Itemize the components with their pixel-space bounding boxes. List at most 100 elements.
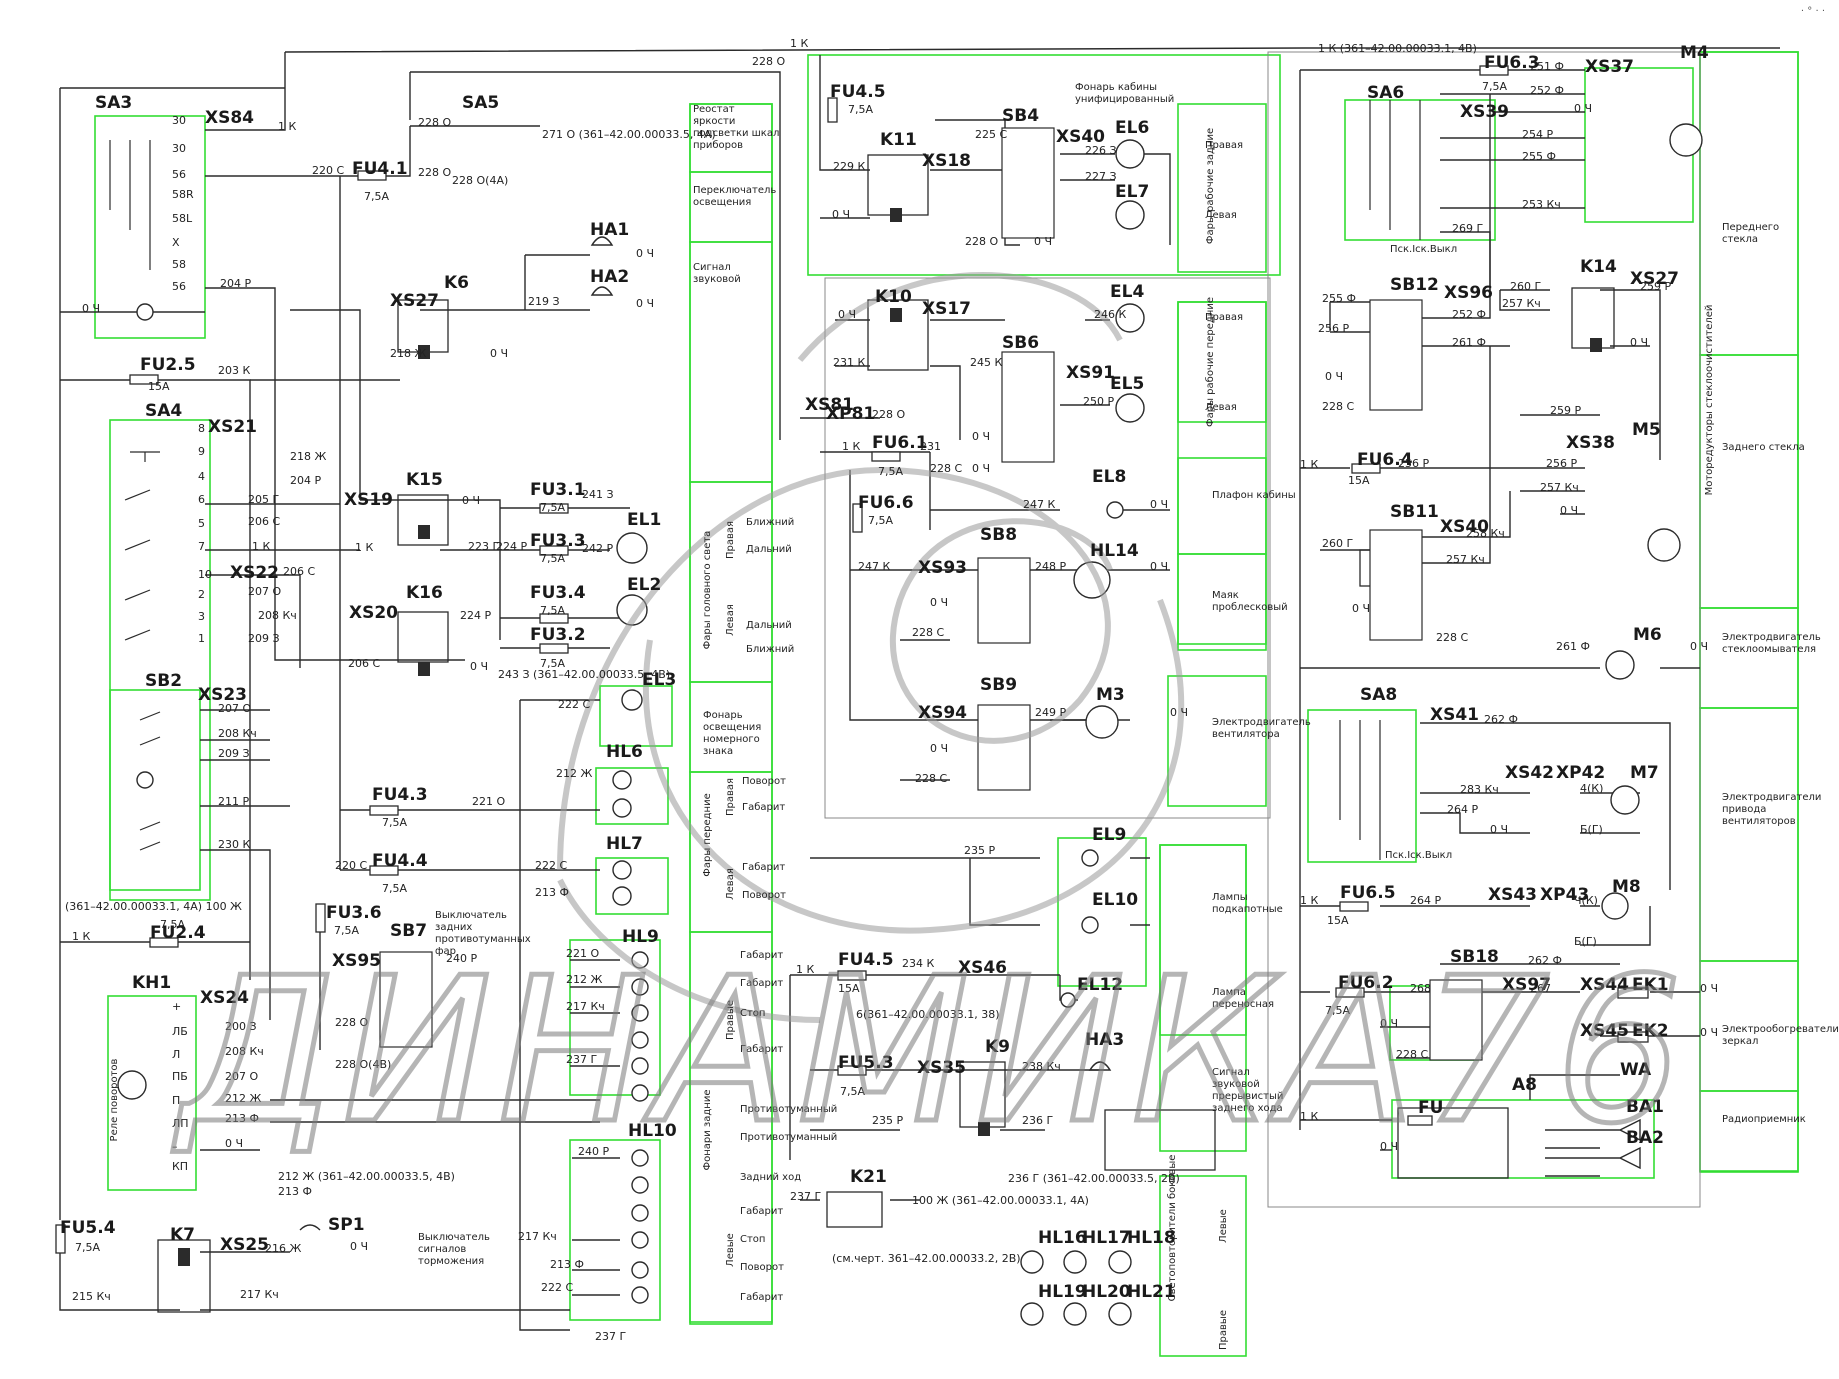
wire-label: 228 О(4В)	[335, 1058, 391, 1071]
wire-label: 0 Ч	[1380, 1140, 1398, 1153]
wire-label: 264 Р	[1410, 894, 1441, 907]
component-label-el9: EL9	[1092, 825, 1126, 845]
wire-label: 15А	[1327, 914, 1349, 927]
description-label: Габарит	[740, 1206, 783, 1217]
wire-label: Б(Г)	[1574, 935, 1597, 948]
component-label-kh1: KH1	[132, 973, 171, 993]
description-label: Дальний	[746, 544, 792, 555]
component-label-el6: EL6	[1115, 118, 1149, 138]
component-label-xs25: XS25	[220, 1235, 269, 1255]
wire-label: 7,5А	[382, 882, 407, 895]
wire-label: Б(Г)	[1580, 823, 1603, 836]
wire-label: 1 К	[278, 120, 296, 133]
wire-label: 0 Ч	[490, 347, 508, 360]
wire-label: 0 Ч	[350, 1240, 368, 1253]
wire-label: 218 Ж	[390, 347, 426, 360]
pin-number: 1	[198, 632, 205, 645]
description-label: Пск.Iск.Выкл	[1385, 850, 1452, 861]
component-label-xs40: XS40	[1056, 127, 1105, 147]
description-label: Задний ход	[740, 1172, 801, 1183]
wire-label: 261 Ф	[1452, 336, 1486, 349]
wire-label: 253 Кч	[1522, 198, 1561, 211]
wire-label: 231	[920, 440, 941, 453]
component-label-k11: K11	[880, 130, 917, 150]
wire-label: 236 Г (361–42.00.00033.5, 2В)	[1008, 1172, 1180, 1185]
component-label-fu2-4: FU2.4	[150, 923, 206, 943]
component-label-hl17: HL17	[1082, 1228, 1131, 1248]
pin-number: 5	[198, 517, 205, 530]
wire-label: 205 Г	[248, 493, 279, 506]
wire-label: 15А	[838, 982, 860, 995]
description-label: Противотуманный	[740, 1104, 837, 1115]
description-label: Дальний	[746, 620, 792, 631]
section-borders	[824, 51, 1701, 1208]
wire-label: 228 С	[1322, 400, 1354, 413]
wire-label: 267	[1530, 982, 1551, 995]
component-label-fu3-6: FU3.6	[326, 903, 382, 923]
component-label-hl19: HL19	[1038, 1282, 1087, 1302]
wire-label: 1 К	[1300, 458, 1318, 471]
wire-label: 241 З	[582, 488, 614, 501]
component-label-sb6: SB6	[1002, 333, 1039, 353]
component-label-wa: WA	[1620, 1060, 1652, 1080]
wire-label: 0 Ч	[1325, 370, 1343, 383]
wire-label: 0 Ч	[225, 1137, 243, 1150]
watermark-text: ДИНАМИКА76	[172, 935, 1689, 1168]
component-label-xs42: XS42	[1505, 763, 1554, 783]
component-label-xs18: XS18	[922, 151, 971, 171]
wire-label: 222 С	[541, 1281, 573, 1294]
component-label-k15: K15	[406, 470, 443, 490]
wire-label: 220 С	[335, 859, 367, 872]
wire-label: 1 К	[796, 963, 814, 976]
component-label-hl16: HL16	[1038, 1228, 1087, 1248]
wire-label: 242 Р	[582, 542, 613, 555]
component-label-m7: M7	[1630, 763, 1659, 783]
wire-label: 204 Р	[220, 277, 251, 290]
wire-label: 255 Ф	[1522, 150, 1556, 163]
component-label-el10: EL10	[1092, 890, 1138, 910]
component-label-m8: M8	[1612, 877, 1641, 897]
switch-contacts	[109, 100, 1421, 860]
wire-label: 228 С	[915, 772, 947, 785]
wire-label: 200 З	[225, 1020, 257, 1033]
wire-label: 0 Ч	[930, 742, 948, 755]
highlight-boxes	[94, 51, 1799, 1357]
vertical-label: Левая	[725, 868, 736, 900]
component-label-fu2-5: FU2.5	[140, 355, 196, 375]
pin-number: 58	[172, 258, 186, 271]
vertical-label: Левая	[725, 604, 736, 636]
wire-label: 255 Ф	[1322, 292, 1356, 305]
wire-label: 256 Р	[1546, 457, 1577, 470]
component-label-ha2: HA2	[590, 267, 629, 287]
wire-label: 216 Ж	[265, 1242, 301, 1255]
component-label-el8: EL8	[1092, 467, 1126, 487]
component-label-ba1: BA1	[1626, 1097, 1664, 1117]
wire-label: 7,5А	[160, 918, 185, 931]
vertical-label: Левые	[725, 1233, 736, 1267]
wire-label: 237 Г	[790, 1190, 821, 1203]
wire-label: 0 Ч	[1380, 1017, 1398, 1030]
pin-number: 30	[172, 114, 186, 127]
wire-label: 7,5А	[878, 465, 903, 478]
wire-label: 213 Ф	[278, 1185, 312, 1198]
wire-label: 0 Ч	[972, 462, 990, 475]
wire-label: (см.черт. 361–42.00.00033.2, 2В)	[832, 1252, 1021, 1265]
wire-label: 238 Кч	[1022, 1060, 1061, 1073]
component-label-el3: EL3	[642, 670, 676, 690]
wire-label: 0 Ч	[636, 297, 654, 310]
wire-label: 1 К	[1300, 894, 1318, 907]
wire-label: 215 Кч	[72, 1290, 111, 1303]
wire-label: 0 Ч	[1150, 498, 1168, 511]
wire-label: 257 Кч	[1540, 481, 1579, 494]
wire-label: 7,5А	[840, 1085, 865, 1098]
pin-number: 30	[172, 142, 186, 155]
component-label-sb2: SB2	[145, 671, 182, 691]
component-label-xs21: XS21	[208, 417, 257, 437]
component-label-el12: EL12	[1077, 975, 1123, 995]
component-label-el5: EL5	[1110, 374, 1144, 394]
wire-label: 247 К	[858, 560, 890, 573]
component-label-k14: K14	[1580, 257, 1617, 277]
component-label-fu6-4: FU6.4	[1357, 450, 1413, 470]
